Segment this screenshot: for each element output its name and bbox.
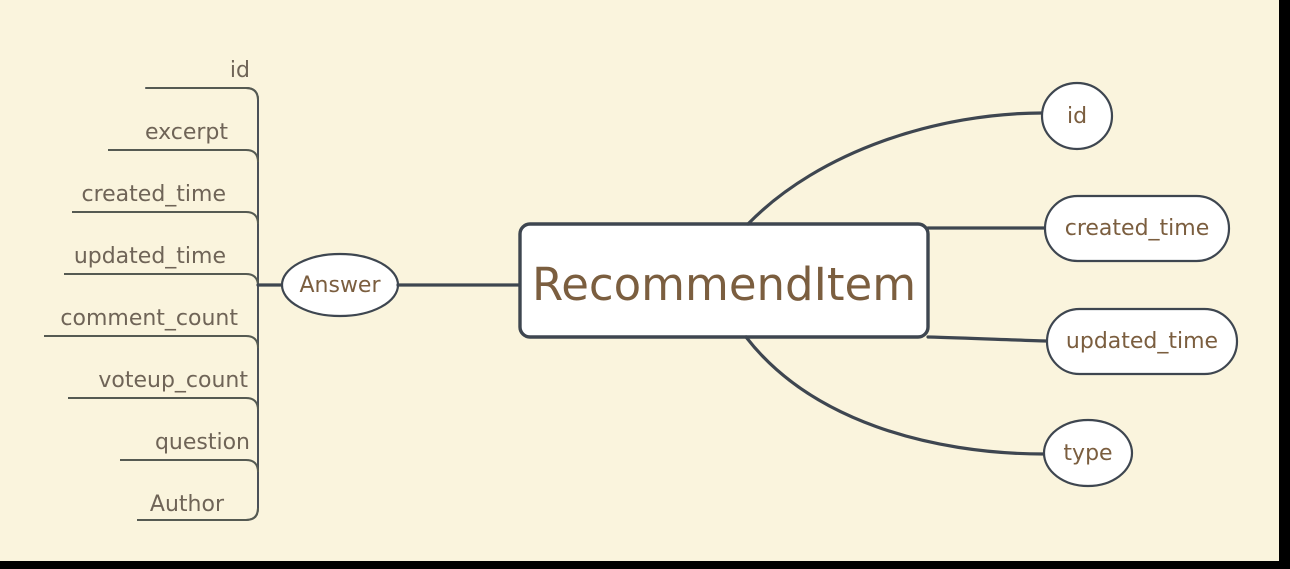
- node-created-time[interactable]: [1043, 194, 1231, 263]
- right-nodes-group: id created_time updated_time type: [1040, 81, 1239, 488]
- right-edges-group: [744, 111, 1049, 456]
- mindmap-svg: id excerpt created_time updated_time com…: [44, 58, 1239, 521]
- leaf-label-created-time: created_time: [81, 182, 226, 207]
- leaf-connector-excerpt: [108, 149, 259, 163]
- node-updated-time[interactable]: [1045, 307, 1239, 376]
- edge-root-to-updated-time: [926, 335, 1049, 343]
- leaf-connector-author: [137, 507, 259, 521]
- leaf-connector-question: [120, 459, 259, 473]
- node-id-label: id: [1067, 104, 1087, 129]
- leaf-label-voteup-count: voteup_count: [98, 368, 248, 393]
- node-id[interactable]: [1040, 81, 1114, 151]
- node-created-time-label: created_time: [1065, 216, 1210, 241]
- leaf-label-question: question: [155, 430, 250, 455]
- leaf-connector-comment-count: [44, 335, 259, 349]
- node-recommenditem-label: RecommendItem: [532, 258, 916, 311]
- leaf-label-updated-time: updated_time: [74, 244, 226, 269]
- leaf-connector-created-time: [72, 211, 259, 225]
- node-updated-time-label: updated_time: [1066, 329, 1218, 354]
- leaf-connector-voteup-count: [68, 397, 259, 411]
- left-branch-group: id excerpt created_time updated_time com…: [44, 58, 522, 521]
- leaf-label-author: Author: [150, 492, 225, 517]
- node-type-label: type: [1063, 441, 1112, 466]
- node-recommenditem[interactable]: [518, 222, 930, 339]
- leaf-connector-updated-time: [64, 273, 259, 287]
- node-answer-label: Answer: [299, 273, 381, 298]
- edge-root-to-id: [746, 111, 1044, 226]
- leaf-connector-id: [146, 87, 259, 101]
- edge-root-to-type: [744, 335, 1046, 456]
- node-type[interactable]: [1042, 418, 1134, 488]
- leaf-label-excerpt: excerpt: [145, 120, 228, 145]
- leaf-label-comment-count: comment_count: [60, 306, 238, 331]
- root-node-group: RecommendItem: [518, 222, 930, 339]
- left-trunk-line: [145, 87, 259, 521]
- leaf-label-id: id: [230, 58, 250, 83]
- diagram-canvas: id excerpt created_time updated_time com…: [0, 0, 1279, 561]
